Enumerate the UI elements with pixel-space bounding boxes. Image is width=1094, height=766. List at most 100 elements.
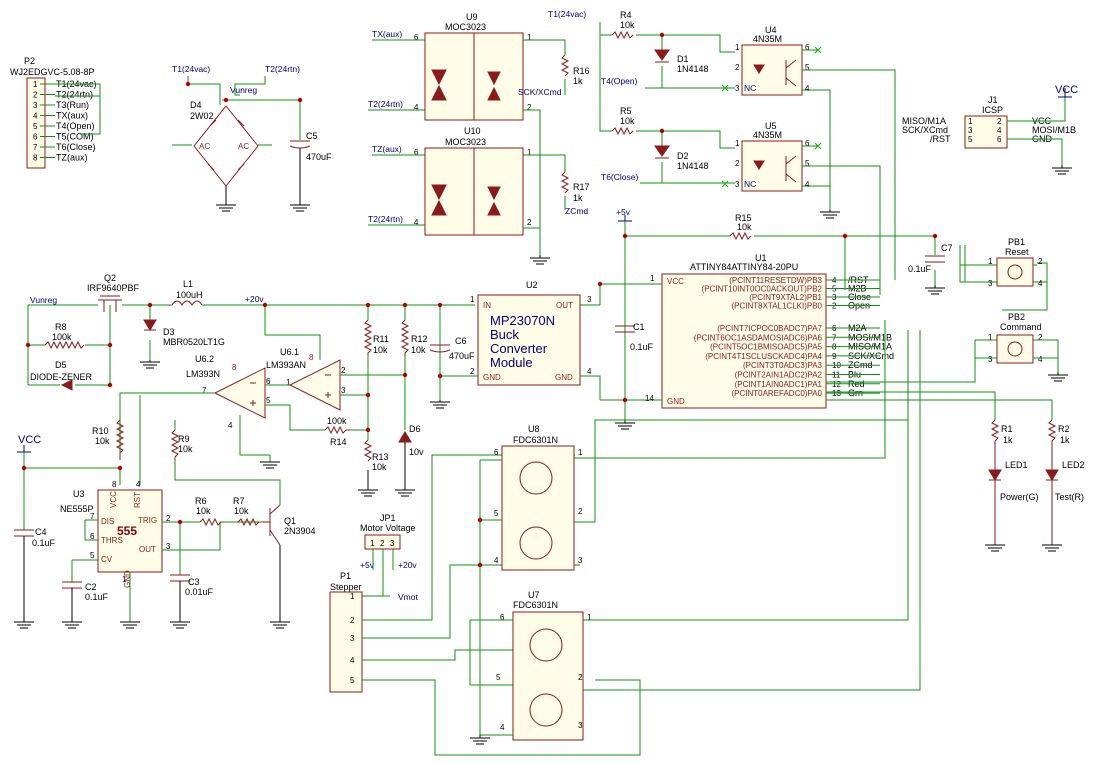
comparator-resistor-icons <box>324 319 410 462</box>
vcc-top-icon <box>1058 88 1072 98</box>
c3-value: 0.01uF <box>185 587 214 597</box>
u5-pin1: 1 <box>735 139 740 148</box>
u3-pin8: 8 <box>112 480 117 489</box>
u5-value: 4N35M <box>753 130 782 140</box>
u3-pin2: 2 <box>166 514 171 523</box>
u3-ref: U3 <box>73 489 85 499</box>
j1-right-pin-0: 2 <box>997 117 1002 126</box>
u2-wires <box>439 304 601 400</box>
u1-body <box>661 273 827 409</box>
led-section: R1 1k R2 1k LED1 Power(G) LED2 Test(R) <box>826 358 1085 552</box>
u7-value: FDC6301N <box>513 600 558 610</box>
u10-rtn-label: T2(24rtn) <box>368 214 403 224</box>
u2-in-pin: IN <box>483 301 491 310</box>
u8-pin4: 4 <box>494 556 499 565</box>
p2-body <box>26 77 46 169</box>
bridge-ac-left: AC <box>199 142 210 151</box>
junction-1 <box>223 97 229 103</box>
c5-value: 470uF <box>306 152 332 162</box>
u3-big-label: 555 <box>117 524 137 538</box>
u5-pin4: 4 <box>805 180 810 189</box>
jp1-right-label: +20v <box>398 560 417 570</box>
u8-pin5: 5 <box>494 509 499 518</box>
r5-value: 10k <box>620 116 635 126</box>
comparator-wires <box>109 305 406 462</box>
junction-13 <box>842 233 848 239</box>
p2-pin-5: 5 <box>33 122 38 131</box>
p2-label-4: TX(aux) <box>56 111 88 121</box>
optotriac-u9: U9 MOC3023 TX(aux) T2(24rtn) 6 4 1 2 <box>368 12 566 121</box>
sense-wires <box>599 22 735 183</box>
jp1-value: Motor Voltage <box>360 523 416 533</box>
pb1-pin4: 4 <box>1038 279 1043 288</box>
jp1-pin2: 2 <box>380 539 385 548</box>
r12-value: 10k <box>411 345 426 355</box>
bridge-ground-icon <box>216 186 236 212</box>
u1-pinname-a-6: (PCINT1AIN0ADC1)PA1 <box>735 380 823 389</box>
input-sense-network: T1(24vac) R4 10k R5 10k D1 1N4148 D2 1N4… <box>548 9 735 184</box>
u7-pin2: 2 <box>578 673 583 682</box>
r6-r7-zigzags <box>199 517 260 527</box>
r8-value: 100k <box>52 332 72 342</box>
u6-2-pin6: 6 <box>266 377 271 386</box>
junction-9 <box>437 373 443 379</box>
u3-body <box>97 489 163 573</box>
junction-10 <box>365 392 371 398</box>
pb1-ref: PB1 <box>1008 237 1025 247</box>
jp1-pin3: 3 <box>390 539 395 548</box>
q1-value: 2N3904 <box>284 526 316 536</box>
r9-ref: R9 <box>178 434 190 444</box>
p2-pin-4: 4 <box>33 112 38 121</box>
u3-cv-pin: CV <box>101 555 113 564</box>
u9-pin1: 1 <box>527 33 532 42</box>
buck-module-u2: U2 IN OUT GND GND MP23070N Buck Converte… <box>429 280 601 409</box>
j1-right-pin-1: 4 <box>997 126 1002 135</box>
u6-2-pin8: 8 <box>232 363 237 372</box>
comparator-u6-1: U6.1 LM393AN 8 2 3 1 <box>266 347 346 411</box>
p1-pin-1: 1 <box>350 592 355 601</box>
junction-3 <box>107 342 113 348</box>
u8-pin1: 1 <box>578 448 583 457</box>
pb2-pin3: 3 <box>988 355 993 364</box>
u7-pin3: 3 <box>578 721 583 730</box>
r17-value: 1k <box>573 193 583 203</box>
p1-pin-3: 3 <box>350 634 355 643</box>
u4-pin4: 4 <box>805 84 810 93</box>
u1-pinname-a-2: (PCINT5OC1BMISOADC5)PA5 <box>710 343 822 352</box>
bridge-ac-right: AC <box>238 142 249 151</box>
u1-gnd-pin: GND <box>667 397 685 406</box>
u2-ref: U2 <box>526 280 538 290</box>
r13-ref: R13 <box>372 452 389 462</box>
u1-pinname-a-0: (PCINT7ICPOC0BADC7)PA7 <box>717 324 822 333</box>
junction-21 <box>659 128 665 134</box>
p2-label-5: T4(Open) <box>56 121 95 131</box>
j1-ground-icon <box>1052 165 1072 175</box>
pb1-value: Reset <box>1005 247 1029 257</box>
j1-ref: J1 <box>988 95 998 105</box>
u9-wires <box>368 39 566 120</box>
u2-pin2: 2 <box>470 367 475 376</box>
u4-pin2: 2 <box>735 63 740 72</box>
u3-vcc-pin: VCC <box>109 491 118 508</box>
capacitor-c1: C1 0.1uF <box>615 322 654 430</box>
u3-trig-pin: TRIG <box>138 516 157 525</box>
p1-pin-4: 4 <box>350 656 355 665</box>
j1-value: ICSP <box>982 105 1003 115</box>
u10-ref: U10 <box>464 126 481 136</box>
motor-connectors: JP1 Motor Voltage 1 2 3 +5v +20v P1 Step… <box>329 454 641 756</box>
u8-fet1-icon <box>519 461 553 495</box>
u3-pin7: 7 <box>90 512 95 521</box>
u4-ref: U4 <box>765 25 777 35</box>
vcc-top-label: VCC <box>1055 84 1078 96</box>
u6-1-pin8: 8 <box>309 353 314 362</box>
pb1-pin2: 2 <box>1038 257 1043 266</box>
optocoupler-u5: U5 4N35M 1 2 3 NC 6 5 4 <box>721 121 881 295</box>
u5-pin6: 6 <box>805 139 810 148</box>
vcc-left-icon <box>17 445 31 453</box>
r15-value: 10k <box>737 222 752 232</box>
junction-14 <box>932 233 938 239</box>
pb2-pin1: 1 <box>988 333 993 342</box>
c1-ground-icon <box>615 420 635 430</box>
mosfet-u7: U7 FDC6301N 6 1 5 2 4 3 <box>469 330 921 745</box>
